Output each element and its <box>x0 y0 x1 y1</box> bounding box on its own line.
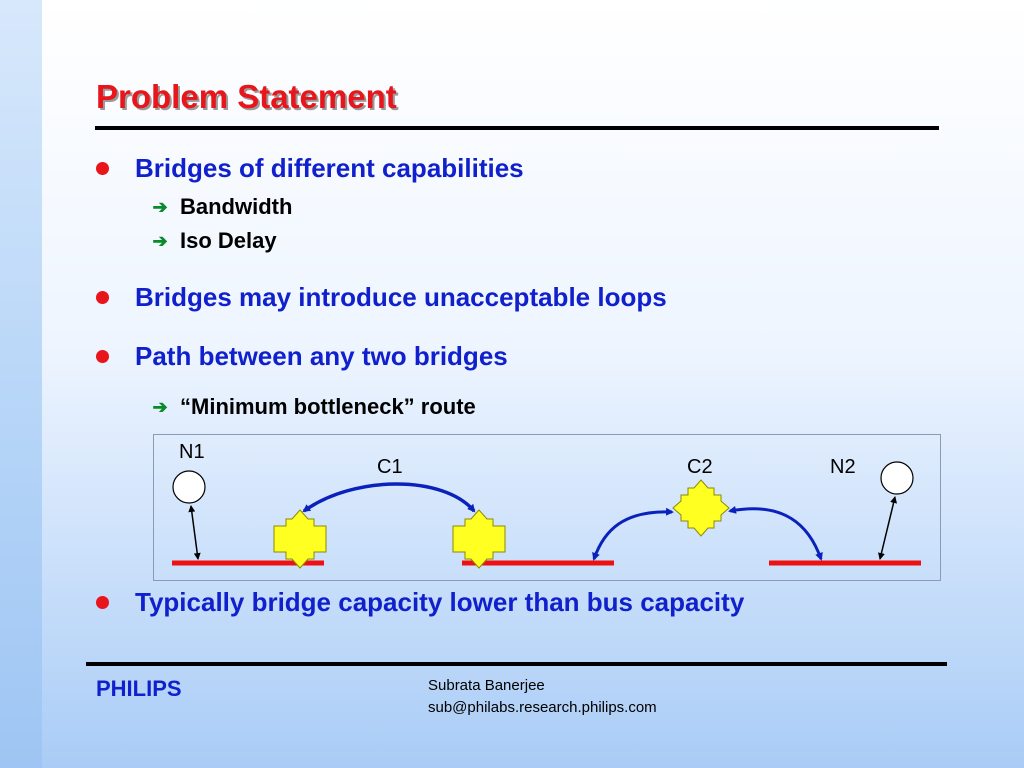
bullet-text: Bridges of different capabilities <box>135 153 524 183</box>
left-decor-band <box>0 0 42 768</box>
sub-item-text: Iso Delay <box>180 228 277 253</box>
bullet-text: Typically bridge capacity lower than bus… <box>135 587 745 617</box>
bullet-item: Bridges of different capabilities <box>96 153 524 184</box>
bullet-dot-icon <box>96 350 109 363</box>
bridge-2 <box>452 509 506 569</box>
title-divider <box>95 126 939 130</box>
slide-title: Problem Statement <box>96 78 397 115</box>
label-c1: C1 <box>377 456 403 478</box>
label-n1: N1 <box>179 441 205 463</box>
bullet-item: Path between any two bridges <box>96 341 508 372</box>
link-c2-right <box>728 505 823 561</box>
label-n2: N2 <box>830 456 856 478</box>
node-n2-link <box>878 496 897 560</box>
node-n1-link <box>188 505 201 560</box>
bullet-text: Bridges may introduce unacceptable loops <box>135 282 667 312</box>
node-n2 <box>880 461 914 495</box>
bridge-3 <box>672 479 730 537</box>
bullet-dot-icon <box>96 162 109 175</box>
author-name: Subrata Banerjee <box>428 677 545 694</box>
bullet-dot-icon <box>96 596 109 609</box>
node-n1 <box>172 470 206 504</box>
arrow-right-icon: ➔ <box>152 396 168 417</box>
brand-logo-text: PHILIPS <box>96 676 182 701</box>
link-c1 <box>302 482 476 513</box>
footer-divider <box>86 662 947 666</box>
bullet-text: Path between any two bridges <box>135 341 508 371</box>
sub-item-text: “Minimum bottleneck” route <box>180 394 476 419</box>
bullet-item: Typically bridge capacity lower than bus… <box>96 587 744 618</box>
arrow-right-icon: ➔ <box>152 196 168 217</box>
sub-item: ➔ “Minimum bottleneck” route <box>150 394 476 420</box>
arrow-right-icon: ➔ <box>152 230 168 251</box>
sub-item-text: Bandwidth <box>180 194 293 219</box>
link-c2-left <box>592 507 674 561</box>
author-info: Subrata Banerjee sub@philabs.research.ph… <box>428 675 657 719</box>
sub-item: ➔ Iso Delay <box>150 228 277 254</box>
network-diagram-graphic <box>172 461 921 569</box>
sub-item: ➔ Bandwidth <box>150 194 292 220</box>
bullet-dot-icon <box>96 291 109 304</box>
label-c2: C2 <box>687 456 713 478</box>
bridge-1 <box>273 509 327 569</box>
bullet-item: Bridges may introduce unacceptable loops <box>96 282 667 313</box>
network-diagram: N1 C1 C2 N2 <box>153 434 941 581</box>
author-email: sub@philabs.research.philips.com <box>428 699 657 716</box>
